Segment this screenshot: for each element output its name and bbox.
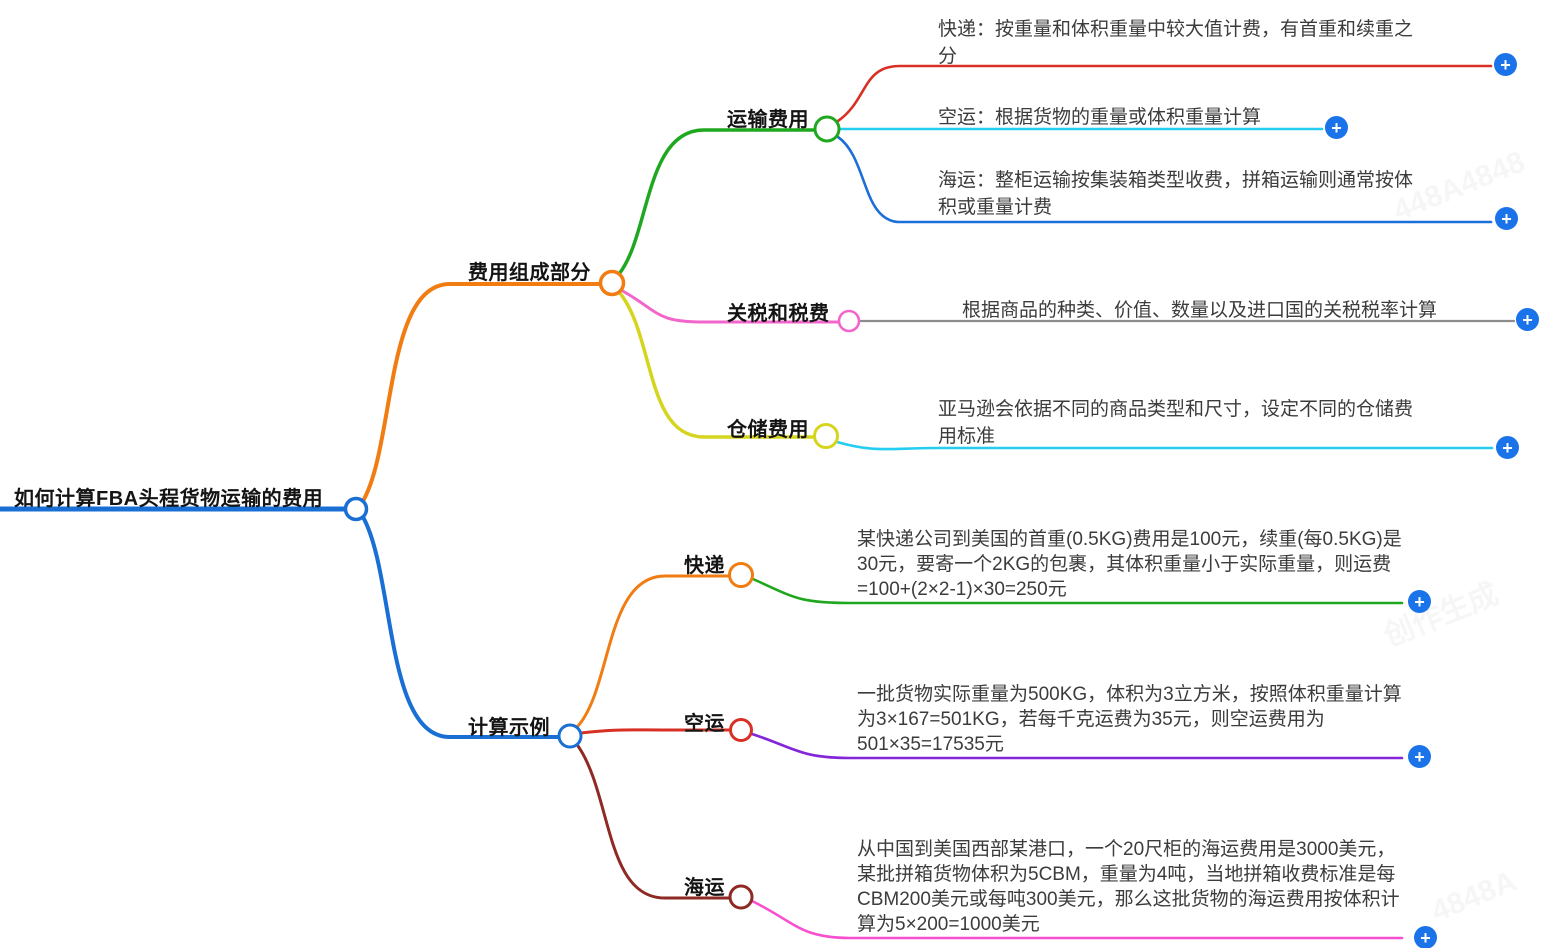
node-example-air[interactable]: 空运	[684, 713, 725, 735]
node-circle-tariff[interactable]	[837, 309, 861, 333]
connector-air-leaf	[750, 732, 1404, 760]
connector-root-to-cost-components	[361, 282, 602, 503]
node-circle-examples[interactable]	[557, 723, 583, 749]
node-circle-example-express[interactable]	[728, 562, 754, 588]
node-example-sea[interactable]: 海运	[684, 877, 725, 899]
node-example-express[interactable]: 快递	[684, 555, 725, 577]
add-child-button[interactable]: +	[1408, 590, 1431, 613]
add-child-button[interactable]: +	[1494, 53, 1517, 76]
node-cost-components[interactable]: 费用组成部分	[468, 262, 591, 284]
node-tariff[interactable]: 关税和税费	[727, 303, 830, 325]
node-storage[interactable]: 仓储费用	[727, 419, 809, 441]
leaf-example-air[interactable]: 一批货物实际重量为500KG，体积为3立方米，按照体积重量计算为3×167=50…	[857, 684, 1402, 755]
add-child-button[interactable]: +	[1516, 308, 1539, 331]
add-child-button[interactable]: +	[1414, 926, 1437, 948]
connector-examples-express	[575, 574, 731, 729]
node-circle-example-sea[interactable]	[728, 884, 754, 910]
connector-storage-leaf	[835, 440, 1494, 451]
node-circle-example-air[interactable]	[729, 718, 753, 742]
connector-to-transport	[617, 128, 817, 276]
connector-examples-sea	[576, 744, 731, 900]
leaf-tariff-rule[interactable]: 根据商品的种类、价值、数量以及进口国的关税税率计算	[962, 300, 1438, 321]
node-circle-cost-components[interactable]	[598, 269, 626, 297]
add-child-button[interactable]: +	[1495, 207, 1518, 230]
node-circle-root[interactable]	[343, 496, 369, 522]
connector-transport-express	[836, 64, 1493, 123]
add-child-button[interactable]: +	[1325, 116, 1348, 139]
leaf-example-sea[interactable]: 从中国到美国西部某港口，一个20尺柜的海运费用是3000美元，某批拼箱货物体积为…	[857, 839, 1400, 935]
node-circle-transport[interactable]	[813, 115, 841, 143]
leaf-storage-rule[interactable]: 亚马逊会依据不同的商品类型和尺寸，设定不同的仓储费用标准	[938, 399, 1414, 447]
add-child-button[interactable]: +	[1496, 436, 1519, 459]
connector-express-leaf	[751, 577, 1404, 605]
node-examples[interactable]: 计算示例	[468, 717, 550, 739]
connector-sea-leaf	[750, 899, 1404, 940]
connector-root-to-examples	[361, 515, 560, 739]
leaf-example-express[interactable]: 某快递公司到美国的首重(0.5KG)费用是100元，续重(每0.5KG)是30元…	[857, 529, 1402, 600]
leaf-air-rule[interactable]: 空运：根据货物的重量或体积重量计算	[938, 107, 1262, 128]
connector-to-storage	[617, 290, 815, 439]
node-circle-storage[interactable]	[813, 423, 839, 449]
root-node-label[interactable]: 如何计算FBA头程货物运输的费用	[14, 488, 324, 510]
connector-transport-sea	[836, 135, 1493, 224]
connector-examples-air	[579, 728, 731, 735]
leaf-sea-rule[interactable]: 海运：整柜运输按集装箱类型收费，拼箱运输则通常按体积或重量计费	[938, 170, 1414, 218]
connector-to-tariff	[619, 288, 840, 324]
add-child-button[interactable]: +	[1408, 745, 1431, 768]
node-transport-fee[interactable]: 运输费用	[727, 109, 809, 131]
leaf-express-rule[interactable]: 快递：按重量和体积重量中较大值计费，有首重和续重之分	[938, 19, 1414, 67]
